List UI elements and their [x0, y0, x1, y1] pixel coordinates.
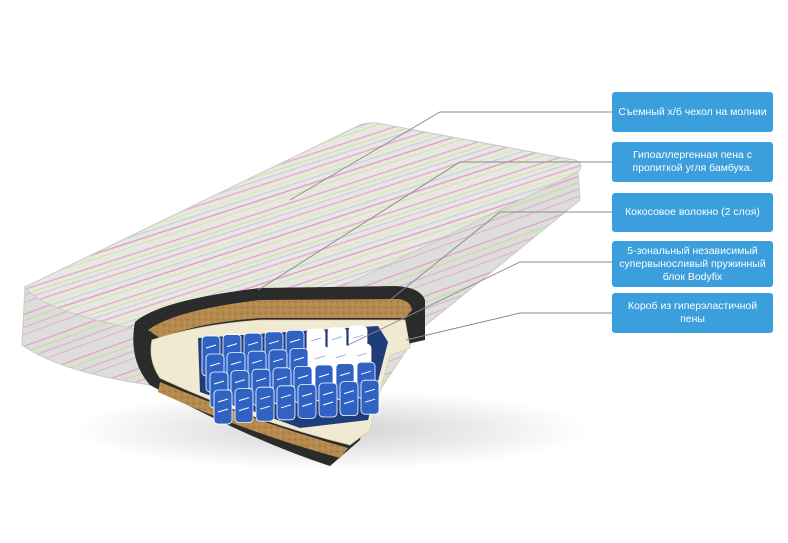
- callout-coconut: Кокосовое волокно (2 слоя): [612, 193, 773, 232]
- spring-pocket: [213, 389, 233, 425]
- callout-frame: Короб из гиперэластичной пены: [612, 293, 773, 333]
- spring-pocket-marking: [280, 394, 292, 409]
- spring-pocket: [234, 388, 254, 424]
- spring-pocket: [318, 382, 338, 418]
- leader-line-coconut: [389, 211, 612, 301]
- leader-line-frame: [405, 312, 612, 341]
- cutaway-top-coconut: [148, 299, 412, 338]
- callout-springs: 5-зональный независимый супервыносливый …: [612, 241, 773, 287]
- spring-pocket: [360, 379, 380, 415]
- leader-line-foam: [257, 161, 612, 291]
- callout-foam: Гипоаллергенная пена с пропиткой угля ба…: [612, 142, 773, 182]
- leader-lines: [257, 111, 612, 346]
- spring-block: [201, 325, 380, 425]
- spring-pocket: [276, 385, 296, 421]
- callout-cover: Съемный х/б чехол на молнии: [612, 92, 773, 132]
- spring-pocket: [339, 381, 359, 417]
- spring-pocket: [297, 383, 317, 419]
- spring-pocket-marking: [259, 395, 271, 410]
- spring-pocket-marking: [238, 397, 250, 412]
- spring-pocket-marking: [343, 390, 355, 405]
- spring-pocket-marking: [364, 388, 376, 403]
- leader-line-springs: [347, 261, 612, 346]
- spring-pocket-marking: [301, 392, 313, 407]
- spring-pocket-marking: [322, 391, 334, 406]
- leader-line-cover: [289, 111, 612, 201]
- spring-pocket-marking: [217, 398, 229, 413]
- spring-pocket: [255, 386, 275, 422]
